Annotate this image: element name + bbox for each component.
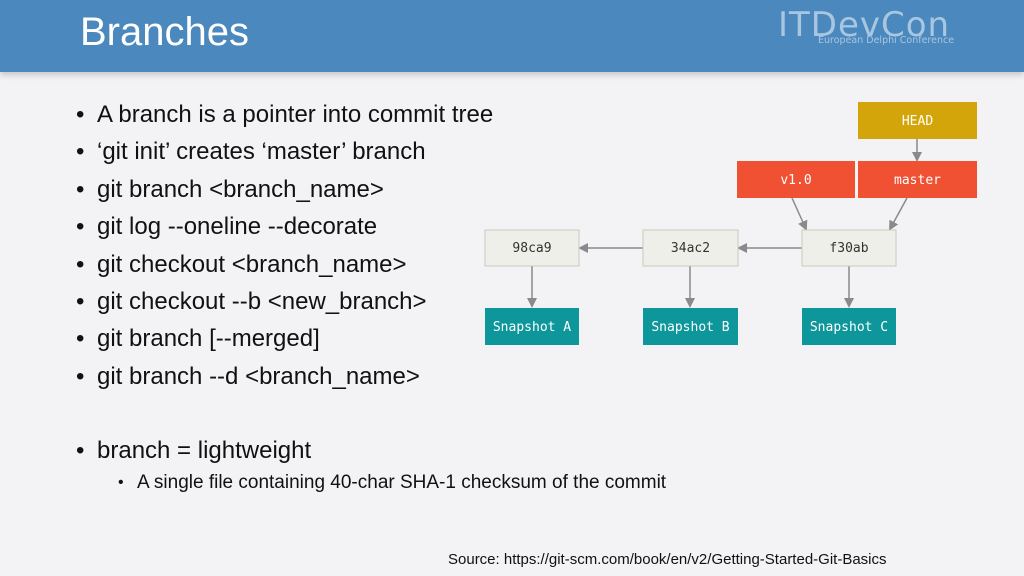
branch-master: master <box>858 161 977 198</box>
commit-label: 98ca9 <box>512 241 551 256</box>
source-citation: Source: https://git-scm.com/book/en/v2/G… <box>448 551 887 568</box>
itdevcon-logo: ITDevCon European Delphi Conference <box>778 8 984 48</box>
bullet-item: git branch --d <branch_name> <box>76 358 536 396</box>
commit-box <box>484 229 580 267</box>
slide-header: Branches ITDevCon European Delphi Confer… <box>0 0 1024 72</box>
commit-label: 34ac2 <box>671 241 710 256</box>
tag-v1: v1.0 <box>737 161 855 198</box>
snapshot-label: Snapshot C <box>810 320 888 335</box>
snapshot-label: Snapshot A <box>493 320 571 335</box>
commit-box <box>642 229 739 267</box>
head-pointer: HEAD <box>858 102 977 139</box>
commit-98ca9: 98ca9 <box>484 229 580 267</box>
arrow-v1-to-f30ab <box>791 197 808 231</box>
bullet-item: git branch [--merged] <box>76 320 536 358</box>
head-box <box>858 102 977 139</box>
head-label: HEAD <box>902 114 933 129</box>
bullet-item: git branch <branch_name> <box>76 171 536 209</box>
logo-sub-text: European Delphi Conference <box>818 35 955 46</box>
sub-bullet-item: A single file containing 40-char SHA-1 c… <box>76 470 666 496</box>
tag-v1-label: v1.0 <box>780 173 811 188</box>
branch-master-box <box>858 161 977 198</box>
snapshot-box <box>485 308 579 345</box>
logo-main-text: ITDevCon <box>778 5 951 45</box>
slide-title: Branches <box>80 10 249 54</box>
commit-34ac2: 34ac2 <box>642 229 739 267</box>
bullet-item: A branch is a pointer into commit tree <box>76 96 536 134</box>
bullet-item: git log --oneline --decorate <box>76 208 536 246</box>
branch-master-label: master <box>894 173 941 188</box>
commit-label: f30ab <box>829 241 868 256</box>
bullet-item: branch = lightweight <box>76 432 536 470</box>
snapshot-label: Snapshot B <box>651 320 729 335</box>
bullet-list: A branch is a pointer into commit tree ‘… <box>76 96 666 496</box>
commit-f30ab: f30ab <box>801 229 897 267</box>
snapshot-b: Snapshot B <box>643 308 738 345</box>
snapshot-c: Snapshot C <box>802 308 896 345</box>
bullet-item: git checkout <branch_name> <box>76 246 536 284</box>
snapshot-box <box>643 308 738 345</box>
commit-box <box>801 229 897 267</box>
tag-v1-box <box>737 161 855 198</box>
bullet-item: ‘git init’ creates ‘master’ branch <box>76 133 536 171</box>
snapshot-a: Snapshot A <box>485 308 579 345</box>
bullet-item: git checkout --b <new_branch> <box>76 283 536 321</box>
arrow-master-to-f30ab <box>889 197 908 231</box>
snapshot-box <box>802 308 896 345</box>
